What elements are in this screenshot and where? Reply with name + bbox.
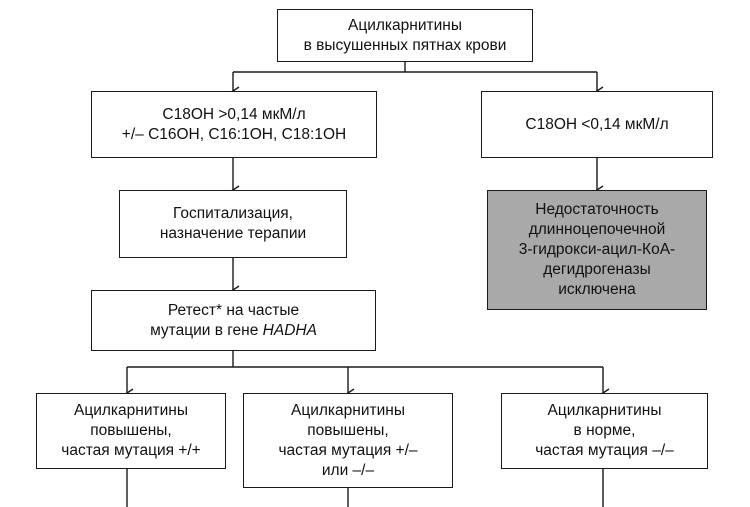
- node-outcome-elevated-homozygous: Ацилкарнитины повышены, частая мутация +…: [36, 393, 226, 469]
- node-hospitalization: Госпитализация, назначение терапии: [119, 190, 347, 258]
- node-outcome2-line4: или –/–: [321, 461, 375, 479]
- node-retest-line1: Ретест* на частые: [167, 301, 300, 319]
- node-high-line1: С18ОН >0,14 мкМ/л: [162, 105, 306, 123]
- node-outcome1-line2: повышены,: [90, 422, 172, 439]
- node-outcome2-line3: частая мутация +/–: [278, 441, 418, 459]
- node-low-c18oh: С18ОН <0,14 мкМ/л: [481, 91, 713, 158]
- node-retest-gene-name: HADHA: [262, 321, 317, 339]
- node-outcome-normal: Ацилкарнитины в норме, частая мутация –/…: [501, 393, 708, 469]
- node-low-line1: С18ОН <0,14 мкМ/л: [525, 115, 669, 133]
- node-excluded-line2: длинноцепочечной: [528, 221, 666, 238]
- node-start: Ацилкарнитины в высушенных пятнах крови: [277, 9, 533, 62]
- node-retest-line2-prefix: мутации в гене: [150, 321, 263, 339]
- node-excluded-line5: исключена: [558, 281, 636, 298]
- node-high-line2: +/– С16ОН, С16:1ОН, С18:1ОН: [121, 125, 347, 143]
- node-high-c18oh: С18ОН >0,14 мкМ/л +/– С16ОН, С16:1ОН, С1…: [91, 91, 377, 158]
- node-start-line2: в высушенных пятнах крови: [303, 36, 507, 54]
- node-outcome3-line3: частая мутация –/–: [535, 442, 674, 459]
- node-outcome-elevated-heterozygous: Ацилкарнитины повышены, частая мутация +…: [243, 393, 453, 488]
- node-deficiency-excluded: Недостаточность длинноцепочечной 3-гидро…: [487, 190, 707, 310]
- node-outcome3-line2: в норме,: [573, 422, 636, 439]
- node-start-line1: Ацилкарнитины: [348, 16, 462, 34]
- node-hospital-line1: Госпитализация,: [173, 205, 293, 222]
- node-outcome3-line1: Ацилкарнитины: [547, 402, 662, 419]
- node-outcome2-line1: Ацилкарнитины: [291, 401, 405, 419]
- node-retest-line2: мутации в гене HADHA: [150, 321, 317, 341]
- node-excluded-line1: Недостаточность: [535, 201, 659, 218]
- node-outcome2-line2: повышены,: [307, 421, 389, 439]
- node-retest: Ретест* на частые мутации в гене HADHA: [91, 290, 376, 351]
- node-excluded-line3: 3-гидрокси-ацил-КоА-: [518, 241, 676, 258]
- node-outcome1-line1: Ацилкарнитины: [74, 402, 188, 419]
- node-excluded-line4: дегидрогеназы: [543, 261, 651, 278]
- node-hospital-line2: назначение терапии: [159, 225, 307, 242]
- node-outcome1-line3: частая мутация +/+: [61, 442, 201, 459]
